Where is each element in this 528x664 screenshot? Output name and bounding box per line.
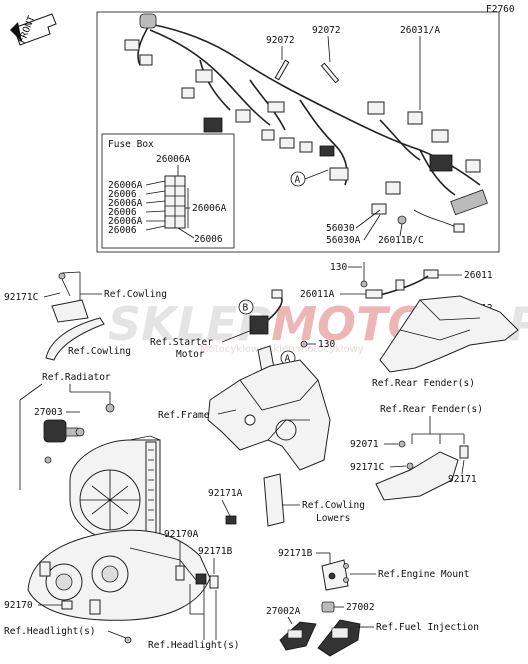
label-ref-cowling-2: Ref.Cowling <box>68 346 131 357</box>
label-92171b-right: 92171B <box>278 548 313 559</box>
label-ref-cowling-1: Ref.Cowling <box>104 289 167 300</box>
main-harness-drawing <box>124 13 488 233</box>
label-ref-frame: Ref.Frame <box>158 410 210 421</box>
label-ref-rear-fender-1: Ref.Rear Fender(s) <box>372 378 475 389</box>
rear-fender-icon <box>379 295 519 373</box>
label-92171b-mid: 92171B <box>198 546 233 557</box>
label-92170: 92170 <box>4 600 33 611</box>
label-130-mid: 130 <box>318 339 335 350</box>
label-ref-radiator: Ref.Radiator <box>42 372 111 383</box>
label-56030a: 56030A <box>326 235 361 246</box>
reference-marker-b <box>238 299 254 315</box>
fuse-list-5: 26006 <box>108 225 137 236</box>
sensor-icon <box>423 269 439 279</box>
label-26011bc: 26011B/C <box>378 235 424 246</box>
label-92071: 92071 <box>350 439 379 450</box>
label-circle-a-mid: A <box>285 354 291 365</box>
fuse-list-2: 26006A <box>108 198 143 209</box>
label-26011a: 26011A <box>300 289 335 300</box>
fan-switch-icon <box>43 419 67 443</box>
label-ref-starter-2: Motor <box>176 349 205 360</box>
label-92170a: 92170A <box>164 529 199 540</box>
label-ref-headlight-2: Ref.Headlight(s) <box>148 640 240 651</box>
label-92072-a: 92072 <box>266 35 295 46</box>
label-ref-rear-fender-2: Ref.Rear Fender(s) <box>380 404 483 415</box>
fuse-label-top: 26006A <box>156 154 191 165</box>
label-ref-cowling-lowers-1: Ref.Cowling <box>302 500 365 511</box>
label-92072-b: 92072 <box>312 25 341 36</box>
front-arrow-icon: FRONT <box>10 13 57 46</box>
fuse-label-bottom: 26006 <box>194 234 223 245</box>
starter-relay-icon <box>249 315 269 335</box>
label-92171c-top: 92171C <box>4 292 38 303</box>
label-26011: 26011 <box>464 270 493 281</box>
fuse-box-title: Fuse Box <box>108 139 154 150</box>
label-circle-b: B <box>243 303 249 314</box>
label-ref-headlight-1: Ref.Headlight(s) <box>4 626 96 637</box>
fuse-list-1: 26006 <box>108 189 137 200</box>
label-ref-engine-mount: Ref.Engine Mount <box>378 569 470 580</box>
fuse-list-0: 26006A <box>108 180 143 191</box>
cowling-strip-icon <box>45 317 105 361</box>
radiator-icon <box>69 435 161 541</box>
label-92171a: 92171A <box>208 488 243 499</box>
rear-fender-bracket-icon <box>375 451 459 501</box>
headlight-assembly-icon <box>27 529 211 621</box>
label-92171: 92171 <box>448 474 477 485</box>
label-92171c-right: 92171C <box>350 462 384 473</box>
fuse-list-4: 26006A <box>108 216 143 227</box>
diagram-code: F2760 <box>486 4 515 15</box>
label-ref-starter: Ref.Starter <box>150 337 213 348</box>
fuse-label-right: 26006A <box>192 203 227 214</box>
main-harness-frame <box>96 11 500 253</box>
label-26031: 26031/A <box>400 25 440 36</box>
watermark-sub: Motocyklowy sklep motocyklowy <box>200 344 364 355</box>
clip-icon <box>58 272 66 280</box>
label-27002a: 27002A <box>266 606 301 617</box>
fuse-list-3: 26006 <box>108 207 137 218</box>
label-130-top: 130 <box>330 262 347 273</box>
label-circle-a-top: A <box>295 175 301 186</box>
cowling-bracket-icon <box>51 299 89 323</box>
cowling-lowers-bracket-icon <box>263 473 285 527</box>
fuse-box-group: Fuse Box 26006A 26006A 26006 26006A 2600… <box>101 133 235 249</box>
label-ref-cowling-lowers-2: Lowers <box>316 513 350 524</box>
frame-icon <box>207 359 331 471</box>
label-ref-fuel-injection: Ref.Fuel Injection <box>376 622 479 633</box>
label-56030: 56030 <box>326 223 355 234</box>
label-27003: 27003 <box>34 407 63 418</box>
label-27002: 27002 <box>346 602 375 613</box>
